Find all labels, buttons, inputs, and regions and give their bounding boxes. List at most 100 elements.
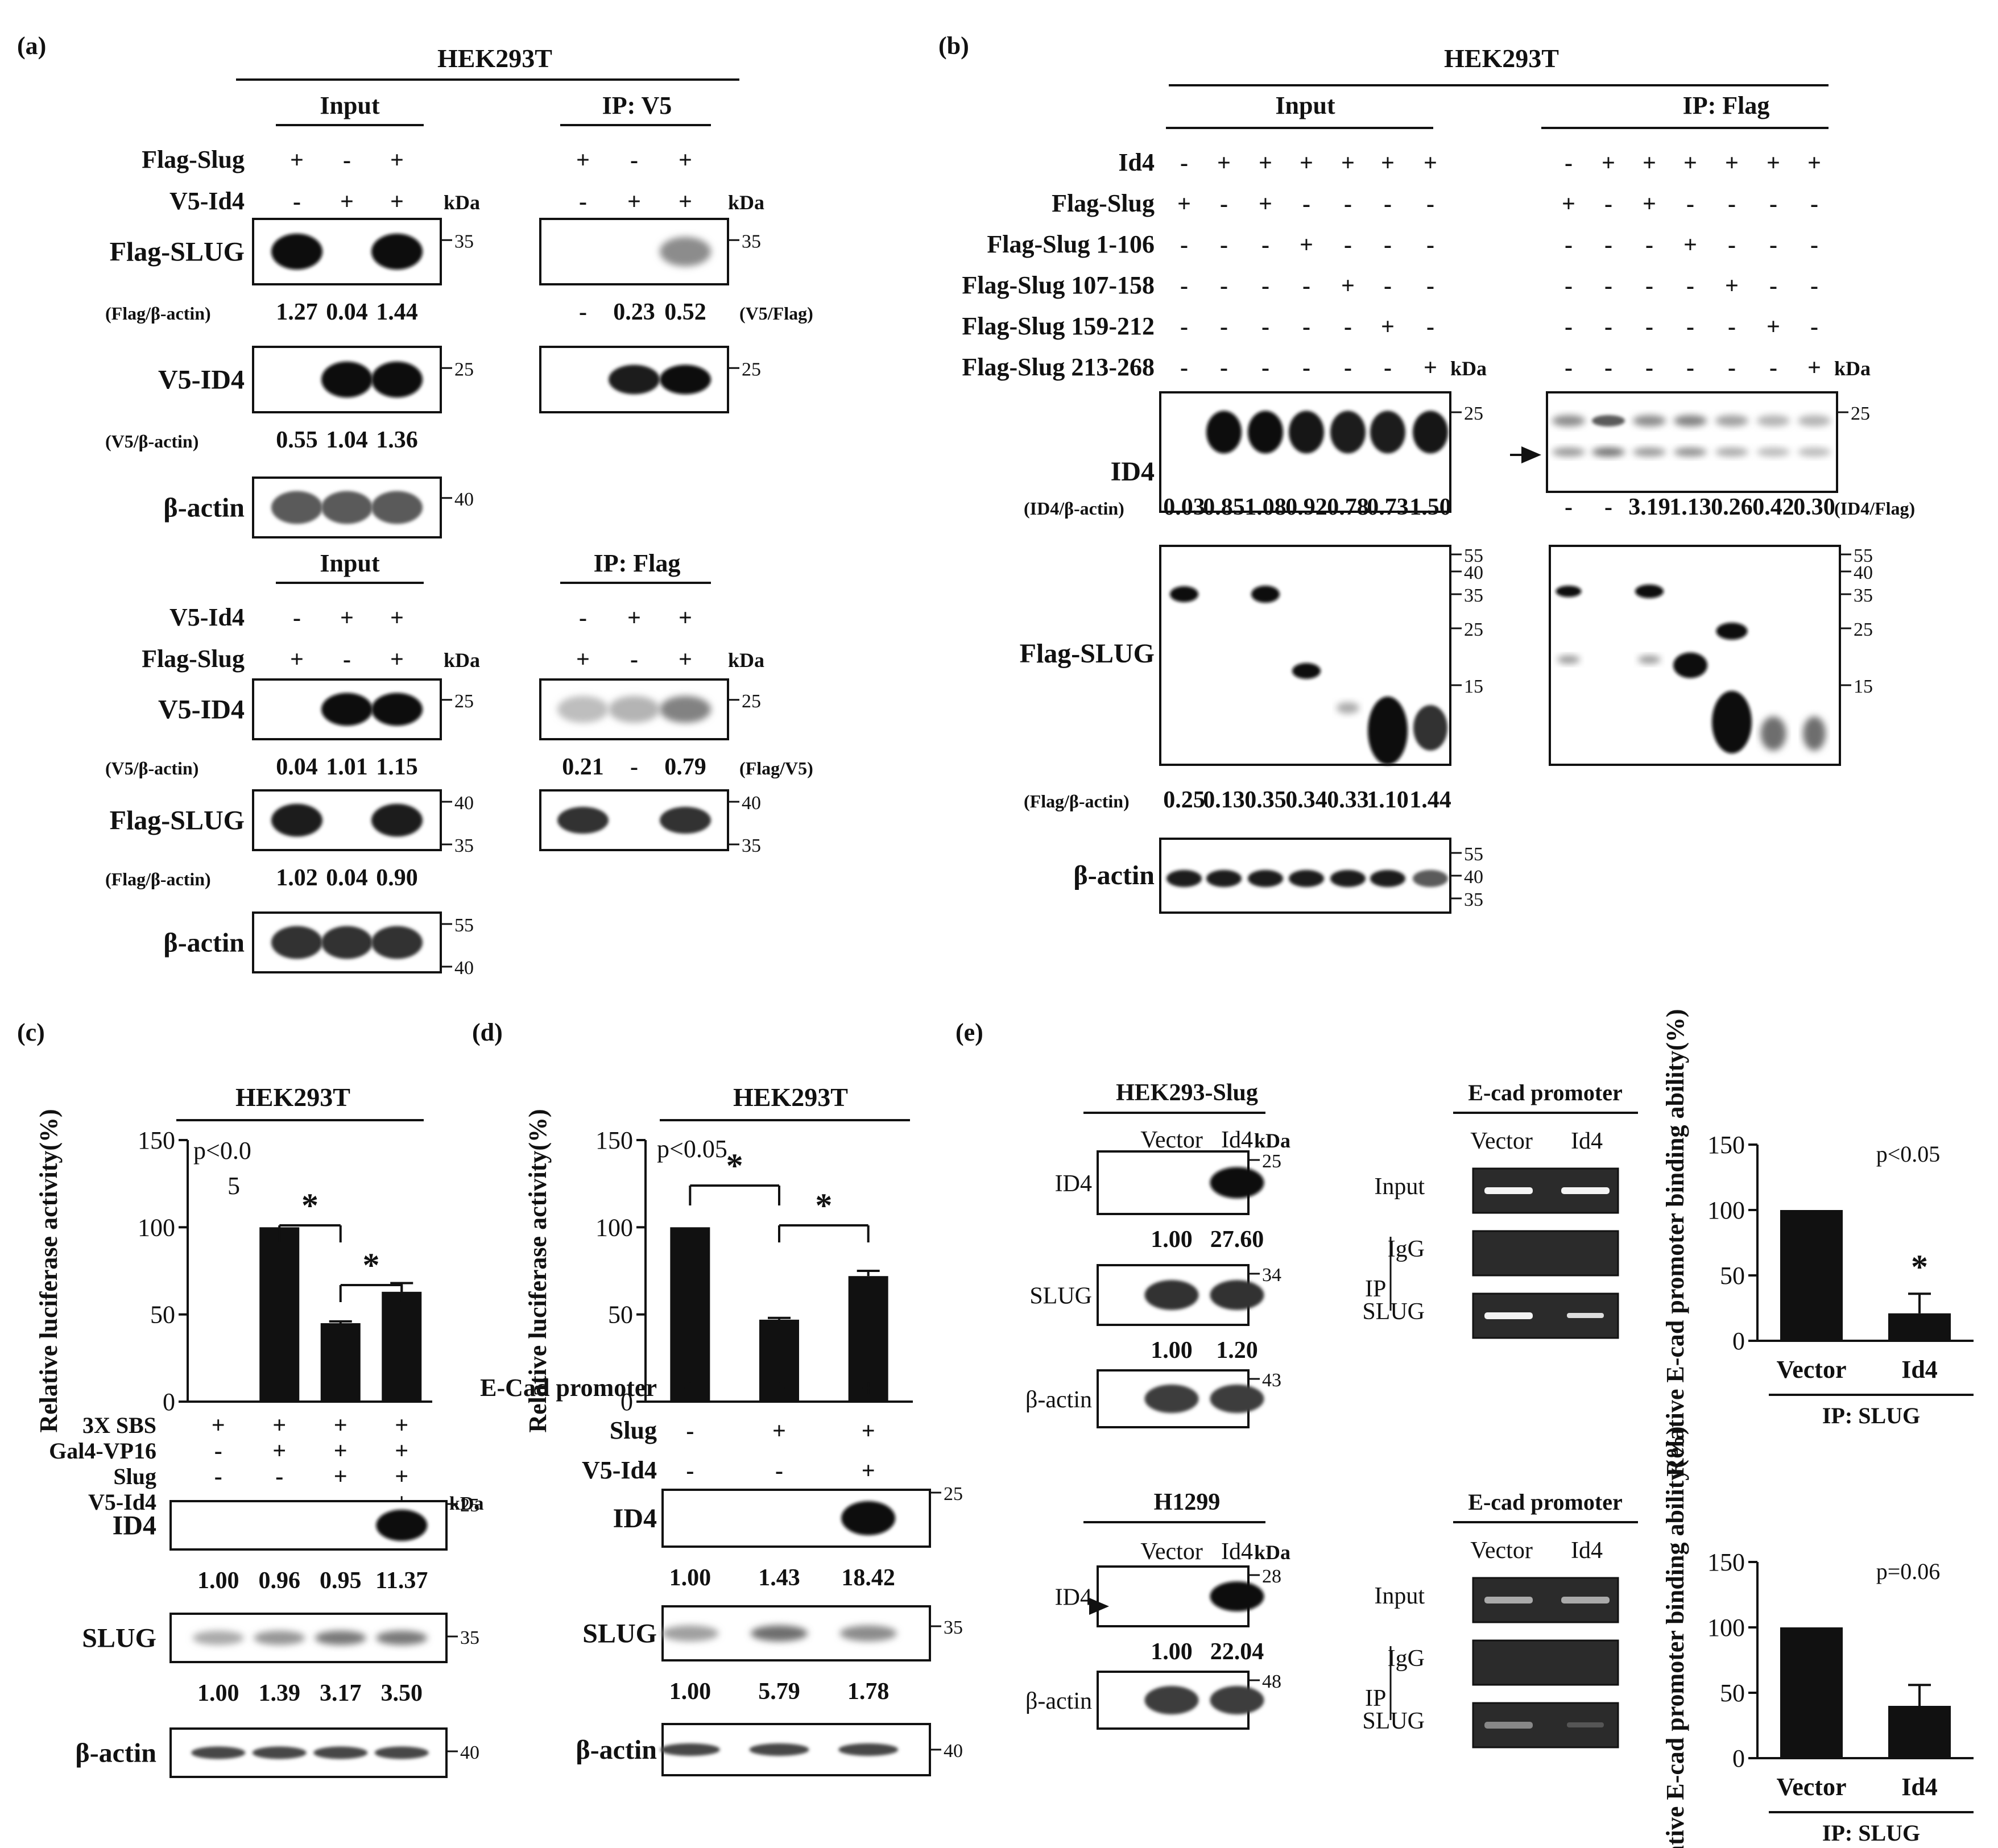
panel-a-blot-label: β-actin bbox=[163, 928, 245, 958]
panel-c-band bbox=[191, 1746, 246, 1759]
panel-a-quant-2: 1.15 bbox=[376, 754, 418, 780]
panel-e-band bbox=[1210, 1167, 1264, 1199]
panel-a-input-sign-1: - bbox=[343, 147, 351, 173]
panel-d-sign-2: + bbox=[862, 1458, 875, 1484]
panel-b-unit: kDa bbox=[1450, 357, 1487, 380]
panel-a-ip-sign-1: - bbox=[630, 647, 638, 673]
panel-a-unit: kDa bbox=[444, 191, 480, 214]
panel-c-sign-2: + bbox=[334, 1412, 348, 1439]
panel-b-input-sign-5: - bbox=[1384, 355, 1392, 381]
panel-b-input-sign-3: - bbox=[1302, 191, 1310, 217]
panel-a-ip-quant-0: - bbox=[579, 299, 587, 325]
panel-e-gel-row: SLUG bbox=[1362, 1299, 1425, 1325]
panel-b-ip-sign-3: - bbox=[1686, 273, 1694, 299]
panel-a-ip-band bbox=[609, 695, 660, 723]
panel-e-gel-col: Vector bbox=[1470, 1538, 1533, 1564]
panel-b-ip-sign-2: + bbox=[1643, 191, 1656, 217]
panel-e-gel-band bbox=[1561, 1597, 1610, 1603]
panel-b-slug-quant-3: 0.34 bbox=[1285, 787, 1327, 813]
panel-b-id4-marker: 25 bbox=[1464, 403, 1483, 424]
panel-b-slug-ip-band bbox=[1557, 656, 1580, 664]
panel-d-sign-1: + bbox=[772, 1418, 786, 1444]
panel-b-actin-band bbox=[1289, 870, 1324, 887]
panel-c-sign-0: - bbox=[214, 1438, 222, 1464]
panel-b-input-sign-4: + bbox=[1341, 273, 1355, 299]
panel-c-band bbox=[376, 1631, 428, 1645]
panel-b-slug-marker: 25 bbox=[1464, 619, 1483, 640]
panel-a-marker: 40 bbox=[454, 793, 474, 814]
panel-c-row-label: Gal4-VP16 bbox=[49, 1438, 156, 1464]
panel-a-ip-sign-0: - bbox=[579, 189, 587, 215]
panel-c-sign-1: + bbox=[272, 1438, 286, 1464]
panel-a-marker-ip: 40 bbox=[742, 793, 761, 814]
panel-b-arrow-icon bbox=[1521, 446, 1541, 463]
panel-b-actin-band bbox=[1370, 870, 1405, 887]
panel-a-band bbox=[371, 803, 423, 837]
panel-e-gel-band bbox=[1561, 1187, 1610, 1194]
panel-e-chart-ytick-label: 150 bbox=[1707, 1548, 1745, 1576]
panel-a-input-sign-0: - bbox=[293, 605, 301, 631]
panel-b-actin-band bbox=[1330, 870, 1366, 887]
panel-c-band bbox=[374, 1746, 429, 1759]
panel-b-ip-title: IP: Flag bbox=[1683, 92, 1770, 119]
panel-d-marker: 40 bbox=[944, 1741, 963, 1762]
panel-e-band bbox=[1144, 1385, 1199, 1413]
panel-b-input-sign-1: - bbox=[1220, 273, 1228, 299]
panel-b-input-sign-6: - bbox=[1426, 191, 1434, 217]
panel-e-chart-ylabel: Relative E-cad promoter binding ability(… bbox=[1661, 1426, 1689, 1848]
panel-b-id4-ip-quant-label: (ID4/Flag) bbox=[1834, 498, 1915, 519]
panel-d-band bbox=[839, 1625, 897, 1642]
panel-b-ip-sign-3: + bbox=[1683, 150, 1697, 176]
panel-c-row-label: V5-Id4 bbox=[88, 1489, 156, 1515]
panel-b-slug-marker: 55 bbox=[1464, 545, 1483, 566]
panel-b-ip-sign-4: + bbox=[1725, 273, 1739, 299]
panel-a-quant-label: (V5/β-actin) bbox=[105, 431, 198, 451]
panel-e-gel-band bbox=[1567, 1313, 1604, 1318]
panel-e-marker: 48 bbox=[1262, 1671, 1281, 1692]
panel-b-input-sign-1: - bbox=[1220, 355, 1228, 381]
panel-e-chart-xtick-label: Id4 bbox=[1901, 1773, 1938, 1801]
panel-e-quant-0: 1.00 bbox=[1151, 1227, 1193, 1253]
panel-e-marker: 43 bbox=[1262, 1370, 1281, 1391]
panel-b-id4-band bbox=[1248, 411, 1283, 454]
panel-b-input-sign-4: - bbox=[1344, 314, 1352, 340]
panel-e-chart-xtick-label: Vector bbox=[1777, 1356, 1847, 1383]
panel-b-input-sign-1: - bbox=[1220, 232, 1228, 258]
panel-b-actin-band bbox=[1206, 870, 1242, 887]
panel-c-band bbox=[254, 1631, 305, 1645]
panel-d-quant-1: 1.43 bbox=[758, 1565, 800, 1591]
panel-b-input-sign-2: + bbox=[1259, 150, 1272, 176]
panel-a-band bbox=[271, 233, 322, 270]
panel-a-input-title: Input bbox=[320, 92, 380, 119]
panel-a-marker: 35 bbox=[454, 231, 474, 252]
panel-d-band bbox=[751, 1625, 808, 1642]
panel-b-slug-ip-band bbox=[1673, 652, 1707, 678]
panel-a-quant-label: (V5/β-actin) bbox=[105, 758, 198, 778]
panel-b-id4-ip-band2 bbox=[1798, 448, 1831, 457]
panel-b-id4-ip-band2 bbox=[1674, 448, 1707, 457]
panel-b-label: (b) bbox=[938, 32, 969, 60]
panel-e-band bbox=[1210, 1385, 1264, 1413]
panel-c-quant-2: 3.17 bbox=[320, 1680, 362, 1706]
panel-e-band bbox=[1210, 1280, 1264, 1310]
panel-a-band bbox=[271, 803, 322, 837]
panel-b-actin-band bbox=[1166, 870, 1202, 887]
panel-b-row-label: Flag-Slug bbox=[1052, 189, 1155, 217]
panel-c-ytick-label: 100 bbox=[138, 1213, 175, 1241]
panel-b-id4-quant-4: 0.78 bbox=[1327, 494, 1369, 520]
panel-b-id4-band bbox=[1370, 411, 1405, 454]
panel-d-bar bbox=[759, 1319, 799, 1402]
panel-c-blot-label: SLUG bbox=[82, 1623, 156, 1654]
panel-e-band bbox=[1144, 1280, 1199, 1310]
panel-e-cell: HEK293-Slug bbox=[1116, 1080, 1258, 1106]
panel-a-ip-band bbox=[557, 806, 609, 834]
panel-b-ip-sign-2: - bbox=[1645, 232, 1653, 258]
panel-b-id4-quant-0: 0.03 bbox=[1163, 494, 1205, 520]
panel-c-band bbox=[192, 1631, 244, 1645]
panel-e-quant-0: 1.00 bbox=[1151, 1639, 1193, 1665]
panel-b-slug-ip-band bbox=[1760, 716, 1786, 751]
panel-a-row-label: Flag-Slug bbox=[142, 146, 245, 173]
panel-c-sign-1: - bbox=[275, 1464, 283, 1490]
panel-c-sign-3: + bbox=[395, 1412, 408, 1439]
panel-a-band bbox=[321, 491, 373, 524]
